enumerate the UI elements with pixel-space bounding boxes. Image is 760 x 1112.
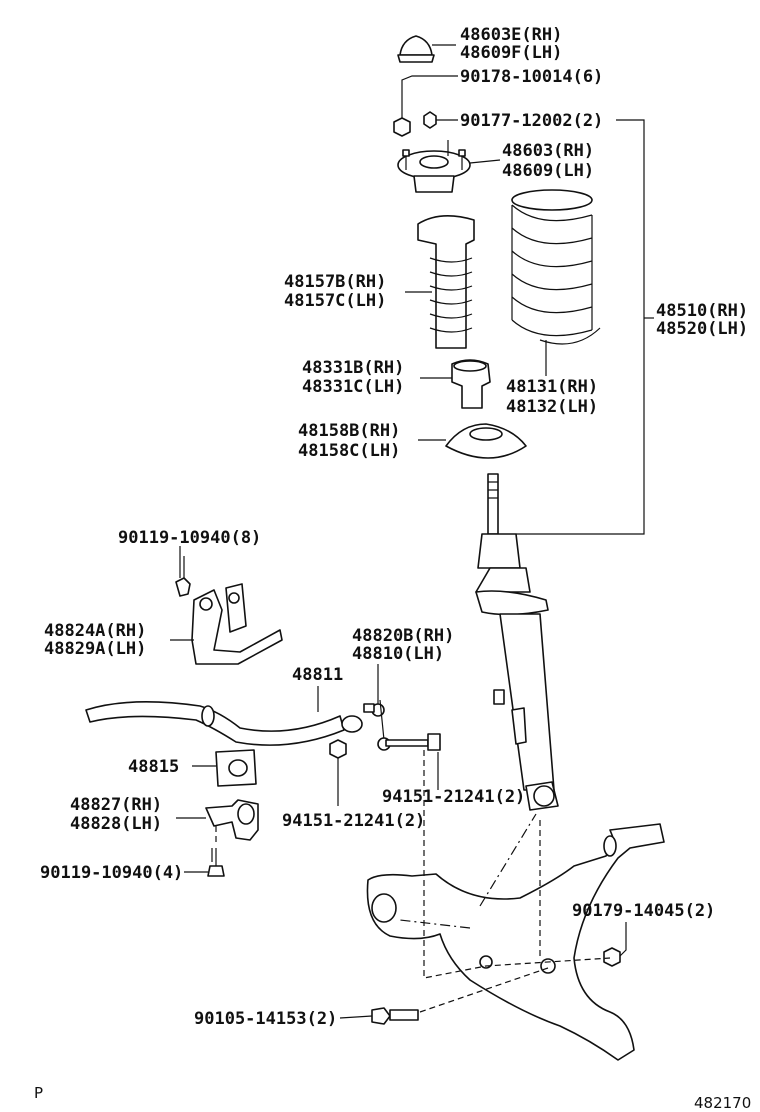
- label-48158C: 48158C(LH): [298, 441, 400, 461]
- label-48603: 48603(RH): [502, 141, 594, 161]
- label-48157B: 48157B(RH): [284, 272, 386, 292]
- label-48609F: 48609F(LH): [460, 43, 562, 63]
- dust-cap-part: [397, 35, 435, 63]
- spring-seat-part: [445, 423, 527, 459]
- label-48331B: 48331B(RH): [302, 358, 404, 378]
- label-48829A: 48829A(LH): [44, 639, 146, 659]
- label-48157C: 48157C(LH): [284, 291, 386, 311]
- label-48158B: 48158B(RH): [298, 421, 400, 441]
- stabilizer-link-part: [363, 699, 441, 751]
- label-90119-8: 90119-10940(8): [118, 528, 261, 548]
- label-48603E: 48603E(RH): [460, 25, 562, 45]
- label-48820B: 48820B(RH): [352, 626, 454, 646]
- label-48510: 48510(RH): [656, 301, 748, 321]
- bushing-part: [215, 749, 257, 787]
- label-94151-left: 94151-21241(2): [282, 811, 425, 831]
- label-48824A: 48824A(RH): [44, 621, 146, 641]
- label-90119-4: 90119-10940(4): [40, 863, 183, 883]
- bump-boot-part: [417, 215, 475, 349]
- label-48132: 48132(LH): [506, 397, 598, 417]
- label-48131: 48131(RH): [506, 377, 598, 397]
- label-48331C: 48331C(LH): [302, 377, 404, 397]
- bound-stopper-part: [451, 359, 491, 409]
- label-48815: 48815: [128, 757, 179, 777]
- figure-id: 482170: [694, 1094, 751, 1112]
- label-90179: 90179-14045(2): [572, 901, 715, 921]
- label-48810: 48810(LH): [352, 644, 444, 664]
- label-48827: 48827(RH): [70, 795, 162, 815]
- leader-lines: [170, 44, 654, 1019]
- corner-mark: P: [34, 1084, 43, 1102]
- lower-arm-part: [366, 823, 665, 1061]
- bushing-bracket-part: [205, 799, 259, 841]
- upper-support-part: [397, 140, 471, 193]
- bolt-90105-part: [371, 1007, 419, 1025]
- bracket-part: [175, 556, 283, 665]
- label-94151-right: 94151-21241(2): [382, 787, 525, 807]
- label-48811: 48811: [292, 665, 343, 685]
- nut-94151-part: [329, 739, 347, 759]
- label-48609: 48609(LH): [502, 161, 594, 181]
- coil-spring-part: [511, 189, 601, 345]
- nut-90178-part: [393, 117, 411, 137]
- nut-90177-part: [423, 111, 437, 129]
- label-48520: 48520(LH): [656, 319, 748, 339]
- nut-90179-part: [603, 947, 621, 967]
- label-48828: 48828(LH): [70, 814, 162, 834]
- dashed-lines: [215, 750, 611, 1013]
- label-90178: 90178-10014(6): [460, 67, 603, 87]
- shock-absorber-part: [475, 473, 559, 811]
- label-90105: 90105-14153(2): [194, 1009, 337, 1029]
- stabilizer-bar-part: [85, 701, 363, 746]
- label-90177: 90177-12002(2): [460, 111, 603, 131]
- bolt-90119-part: [207, 848, 225, 877]
